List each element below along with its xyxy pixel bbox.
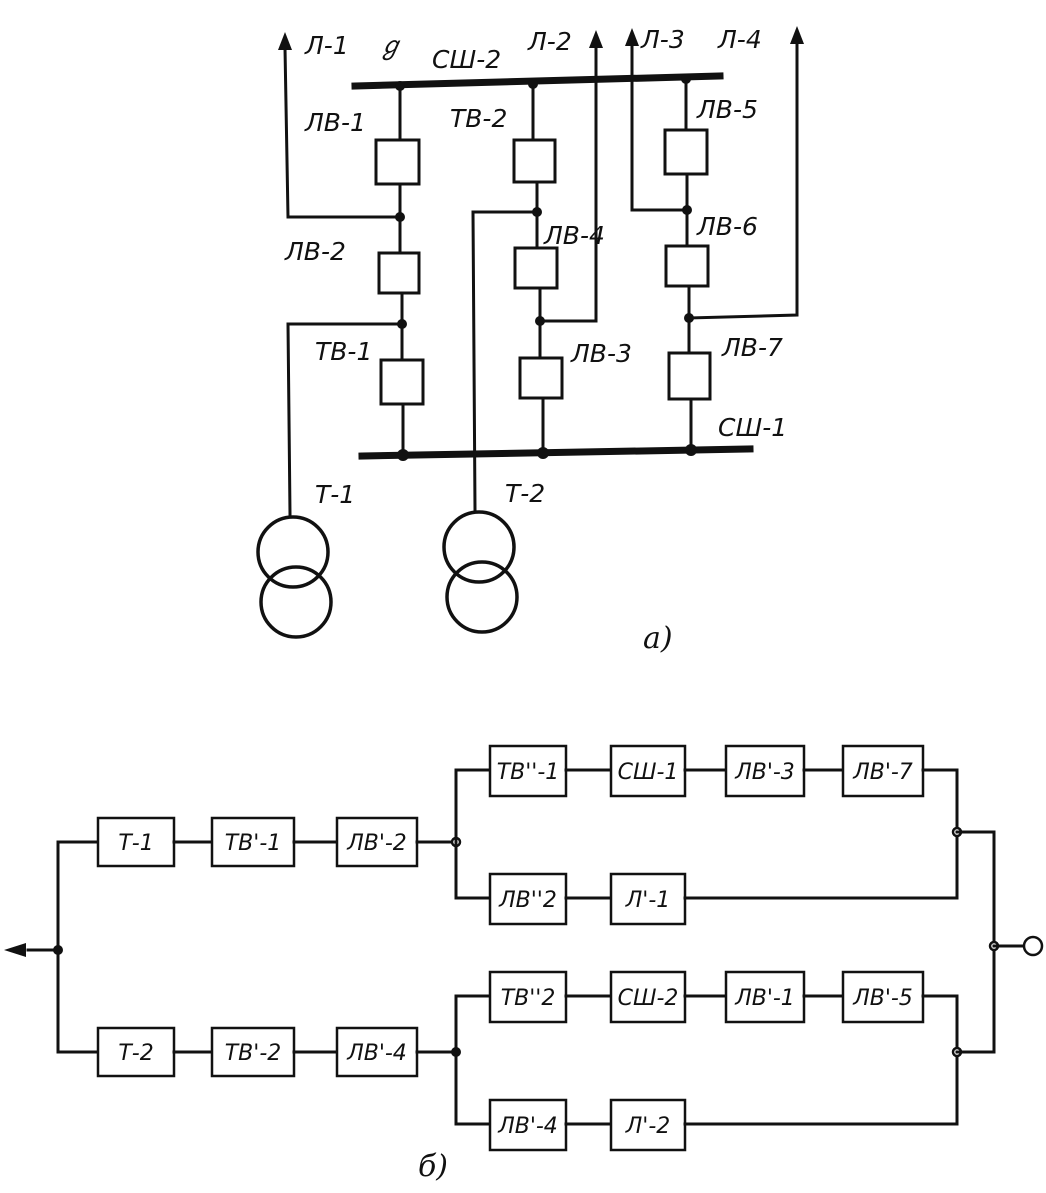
block-label-lvp4a: ЛВ'-4 — [346, 1041, 407, 1066]
column-2 — [512, 79, 564, 459]
line-l1-wire — [283, 46, 402, 219]
block-lvp4a — [335, 1026, 419, 1078]
block-sh1 — [609, 744, 687, 798]
output-terminal-icon — [1022, 935, 1044, 957]
arrow-up-icon — [625, 28, 639, 46]
breaker-lv3 — [518, 356, 564, 400]
node — [395, 81, 405, 91]
block-lvp4b — [488, 1098, 568, 1152]
block-label-lp1: Л'-1 — [625, 888, 671, 913]
breaker-lv7 — [667, 351, 712, 401]
arrow-up-icon — [278, 32, 292, 50]
breaker-lv1 — [374, 138, 421, 186]
arrow-up-icon — [589, 30, 603, 48]
breaker-lv6 — [664, 244, 710, 288]
breaker-lv4 — [513, 246, 559, 290]
block-tvp2 — [210, 1026, 296, 1078]
breaker-lv5 — [663, 128, 709, 176]
label-l3: Л-3 — [640, 25, 685, 54]
label-sh1: СШ-1 — [718, 413, 787, 442]
label-t2: Т-2 — [505, 479, 545, 508]
block-tvpp1 — [488, 744, 568, 798]
block-lvp3 — [724, 744, 806, 798]
node — [681, 74, 691, 84]
label-tv1: ТВ-1 — [315, 337, 372, 366]
label-lv2: ЛВ-2 — [284, 237, 346, 266]
block-label-lvp7: ЛВ'-7 — [852, 760, 913, 785]
block-label-lp2: Л'-2 — [625, 1114, 671, 1139]
diagram-b-block-scheme: Т-1 ТВ'-1 ЛВ'-2 ТВ''-1 СШ-1 ЛВ'-3 ЛВ'-7 … — [4, 744, 1044, 1184]
arrow-left-icon — [4, 943, 26, 957]
feed-t2-wire — [471, 210, 539, 512]
line-l2-wire — [538, 43, 598, 323]
block-lp2 — [609, 1098, 687, 1152]
caption-b: б) — [418, 1149, 448, 1184]
line-l4-wire — [687, 40, 799, 320]
transformer-t1 — [256, 515, 333, 639]
label-l1: Л-1 — [304, 31, 349, 60]
label-lv5: ЛВ-5 — [696, 95, 758, 124]
caption-a: а) — [643, 621, 673, 656]
arrow-up-icon — [790, 26, 804, 44]
block-lvp1 — [724, 970, 806, 1024]
block-label-tvpp2: ТВ''2 — [501, 986, 556, 1011]
block-lvp7 — [841, 744, 925, 798]
block-tvp1 — [210, 816, 296, 868]
node — [528, 79, 538, 89]
block-label-sh2: СШ-2 — [618, 986, 679, 1011]
label-sh2: СШ-2 — [432, 45, 501, 74]
label-lv7: ЛВ-7 — [721, 333, 783, 362]
breaker-lv2 — [377, 251, 421, 295]
node — [537, 447, 549, 459]
label-l4: Л-4 — [717, 25, 762, 54]
block-label-tvp2: ТВ'-2 — [225, 1041, 282, 1066]
label-lv1: ЛВ-1 — [304, 108, 366, 137]
breaker-tv1 — [379, 358, 425, 406]
block-t2 — [96, 1026, 176, 1078]
node — [685, 444, 697, 456]
busbar-sh2 — [351, 72, 724, 90]
block-label-lvp3: ЛВ'-3 — [734, 760, 795, 785]
block-label-sh1: СШ-1 — [618, 760, 679, 785]
label-tv2: ТВ-2 — [450, 104, 507, 133]
block-label-lvp4b: ЛВ'-4 — [497, 1114, 558, 1139]
label-l2: Л-2 — [527, 27, 572, 56]
stray-mark: ℊ — [378, 31, 403, 61]
label-t1: Т-1 — [315, 480, 355, 509]
label-lv6: ЛВ-6 — [696, 212, 758, 241]
feed-t1-wire — [286, 322, 404, 516]
block-label-tvpp1: ТВ''-1 — [497, 760, 560, 785]
column-3 — [663, 74, 712, 456]
column-1 — [374, 81, 425, 461]
label-lv4: ЛВ-4 — [543, 221, 605, 250]
block-lvpp2 — [488, 872, 568, 926]
diagram-a-schematic: Л-1 ℊ СШ-2 Л-2 Л-3 Л-4 ЛВ-1 ТВ-2 ЛВ-5 ЛВ… — [256, 25, 804, 656]
block-sh2 — [609, 970, 687, 1024]
block-label-tvp1: ТВ'-1 — [225, 831, 282, 856]
block-label-t1: Т-1 — [118, 831, 153, 856]
block-label-lvp5: ЛВ'-5 — [852, 986, 913, 1011]
node — [397, 449, 409, 461]
outgoing-lines — [278, 26, 804, 323]
line-l3-wire — [630, 42, 689, 212]
block-lp1 — [609, 872, 687, 926]
block-label-lvpp2: ЛВ''2 — [498, 888, 557, 913]
label-lv3: ЛВ-3 — [570, 339, 632, 368]
block-lvp5 — [841, 970, 925, 1024]
block-label-lvp2: ЛВ'-2 — [346, 831, 407, 856]
block-label-lvp1: ЛВ'-1 — [734, 986, 795, 1011]
transformer-t2 — [442, 510, 519, 634]
block-label-t2: Т-2 — [118, 1041, 153, 1066]
breaker-tv2 — [512, 138, 557, 184]
